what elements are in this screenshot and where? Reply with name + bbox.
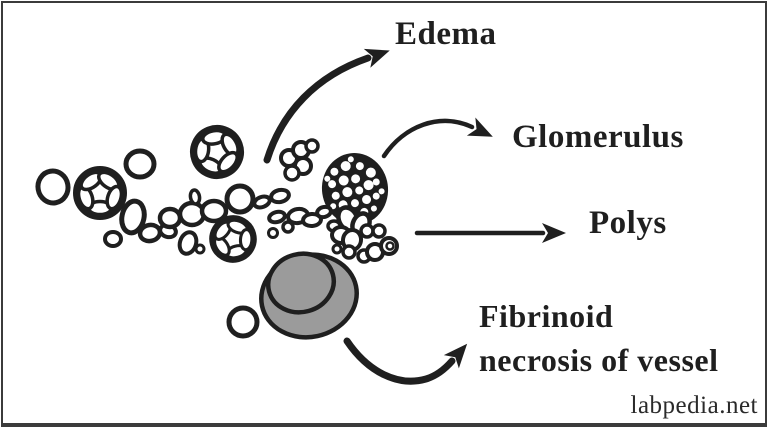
vessel-ring-3 <box>209 215 257 263</box>
glomerulus-drawing <box>321 153 389 225</box>
fibrinoid-arrow <box>343 337 468 385</box>
watermark-labpedia: labpedia.net <box>630 392 758 419</box>
cell-scatter <box>103 148 399 339</box>
glomerulus-arrow <box>381 117 493 159</box>
vessel-ring-1 <box>73 166 127 220</box>
glomerulus-label: Glomerulus <box>512 119 684 155</box>
edema-arrow <box>263 48 390 164</box>
necrotic-vessel-drawing <box>259 251 359 340</box>
edema-label: Edema <box>395 16 497 52</box>
fibrinoid-label-line2: necrosis of vessel <box>479 342 719 378</box>
rbc-cluster <box>279 138 320 182</box>
capillary-oval <box>35 168 71 206</box>
polys-label: Polys <box>589 205 667 241</box>
vessel-ring-2 <box>190 125 244 179</box>
fibrinoid-necrosis-label: Fibrinoid necrosis of vessel <box>479 294 718 382</box>
fibrinoid-label-line1: Fibrinoid <box>479 298 614 334</box>
